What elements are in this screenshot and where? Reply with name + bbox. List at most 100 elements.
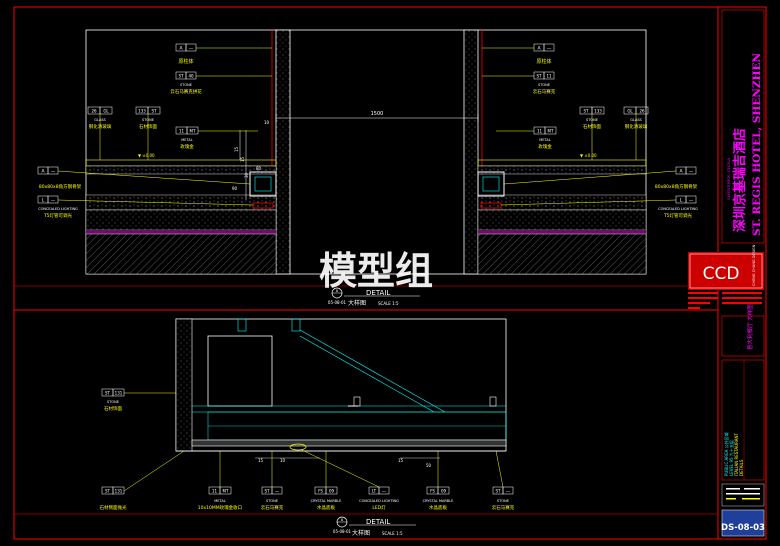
svg-text:—: —: [275, 489, 279, 494]
svg-text:大样图: 大样图: [352, 529, 370, 537]
svg-text:MT: MT: [190, 129, 196, 134]
dim-lower-15a: 15: [258, 458, 264, 463]
tag-right-column[interactable]: A — 原柱体: [482, 43, 555, 65]
svg-text:DETAIL: DETAIL: [366, 518, 390, 526]
svg-text:STONE: STONE: [180, 83, 192, 87]
svg-text:云石马赛克: 云石马赛克: [492, 504, 515, 511]
dim-10: 10: [264, 120, 270, 125]
tag-lower-st131-face[interactable]: ST 131 STONE 石材饰面: [101, 388, 176, 412]
svg-text:L: L: [42, 198, 45, 204]
svg-text:8: 8: [336, 289, 338, 293]
hotel-name-cn: 深圳京基瑞吉酒店: [732, 128, 748, 232]
svg-text:131: 131: [115, 391, 123, 396]
tag-left-st133[interactable]: 133 ST STONE 石材饰面: [135, 106, 161, 160]
tag-right-glass[interactable]: GL 26 GLASS 钢化清玻璃: [623, 106, 649, 160]
tag-lower-st131-edge[interactable]: ST 131 石材侧面抛光: [100, 450, 185, 511]
tag-left-glass[interactable]: 26 GL GLASS 钢化清玻璃: [87, 106, 113, 160]
svg-text:26: 26: [91, 109, 97, 114]
svg-text:STONE: STONE: [586, 118, 598, 122]
svg-text:LT: LT: [372, 489, 377, 494]
tag-lower-led[interactable]: LT — CONCEALED LIGHTING LED灯: [301, 449, 399, 511]
svg-text:ST: ST: [584, 109, 590, 114]
svg-text:CONCEALED LIGHTING: CONCEALED LIGHTING: [38, 207, 78, 211]
svg-text:GLASS: GLASS: [630, 118, 642, 122]
svg-text:—: —: [689, 199, 694, 204]
svg-text:—: —: [547, 47, 552, 52]
svg-text:CONCEALED LIGHTING: CONCEALED LIGHTING: [359, 499, 399, 503]
left-floor-screed: [85, 194, 277, 211]
svg-text:80x80x8角方钢骨架: 80x80x8角方钢骨架: [39, 183, 82, 190]
svg-text:ST: ST: [105, 391, 111, 396]
tag-left-column[interactable]: A — 原柱体: [175, 43, 272, 65]
svg-text:FS: FS: [430, 489, 435, 494]
svg-text:钢化清玻璃: 钢化清玻璃: [89, 123, 112, 130]
svg-text:云石马赛克: 云石马赛克: [261, 504, 284, 511]
tag-left-bracket[interactable]: A — 80x80x8角方钢骨架: [37, 166, 251, 190]
tag-lower-mt11[interactable]: 11 MT METAL 10x10MM玫瑰金收口: [198, 451, 242, 511]
svg-text:原柱体: 原柱体: [536, 58, 551, 65]
svg-text:—: —: [689, 170, 694, 175]
svg-text:131: 131: [115, 489, 123, 494]
dim-90: 90: [232, 186, 238, 191]
upper-detail-title: 8 05-08-01 DETAIL 大样图 SCALE 1:5: [328, 287, 420, 307]
right-concealed-light: [480, 202, 502, 209]
dim-30: 30: [244, 172, 249, 178]
svg-text:SCALE 1:5: SCALE 1:5: [382, 531, 403, 536]
svg-text:METAL: METAL: [181, 138, 192, 142]
tag-right-st11[interactable]: ST 11 STONE 云石马赛克: [482, 71, 556, 95]
section-name: 意大利餐厅 大样图: [746, 304, 754, 350]
svg-text:STONE: STONE: [266, 499, 278, 503]
led-light-symbol: [289, 443, 307, 451]
hotel-location: SHENZHEN, CHINA: [726, 158, 731, 200]
svg-text:—: —: [382, 489, 386, 494]
svg-text:40: 40: [188, 74, 194, 79]
lower-stone-jamb: [175, 318, 193, 452]
sheet-number-box: [721, 509, 765, 537]
dim-15a: 15: [234, 146, 239, 152]
svg-text:80x80x8角方钢骨架: 80x80x8角方钢骨架: [655, 183, 698, 190]
tag-lower-stone[interactable]: ST — STONE 云石马赛克: [261, 451, 284, 511]
hotel-name-en: ST. REGIS HOTEL, SHENZHEN: [751, 53, 763, 236]
svg-text:05-08-01: 05-08-01: [333, 529, 352, 534]
svg-text:云石马赛克: 云石马赛克: [533, 88, 556, 95]
svg-text:26: 26: [639, 109, 645, 114]
svg-text:09: 09: [441, 489, 447, 494]
svg-text:MT: MT: [548, 129, 554, 134]
tag-lower-stone-2[interactable]: ST — STONE 云石马赛克: [492, 450, 515, 511]
dim-lower-50: 50: [426, 463, 432, 468]
svg-text:T5灯管可调光: T5灯管可调光: [663, 212, 693, 219]
tag-lower-fs09a[interactable]: FS 09 CRYSTAL MARBLE 水晶底板: [311, 451, 342, 511]
tag-right-st133[interactable]: ST 133 STONE 石材饰面: [579, 106, 605, 160]
tag-lower-fs09b[interactable]: FS 09 CRYSTAL MARBLE 水晶底板: [423, 451, 454, 511]
svg-text:A: A: [537, 46, 541, 52]
title-block: 深圳京基瑞吉酒店 ST. REGIS HOTEL, SHENZHEN SHENZ…: [688, 9, 765, 537]
tag-left-st40[interactable]: ST 40 STONE 云石马赛克拼花: [170, 71, 272, 95]
tag-left-lighting[interactable]: L — CONCEALED LIGHTING T5灯管可调光: [37, 195, 254, 219]
info-line-2: LEVEL 95 九十五层: [728, 440, 734, 476]
svg-text:GL: GL: [103, 109, 109, 114]
dim-80: 80: [256, 166, 262, 171]
lower-detail-title: 8 05-08-01 DETAIL 大样图 SCALE 1:5: [333, 516, 416, 537]
tag-right-lighting[interactable]: L — CONCEALED LIGHTING T5灯管可调光: [500, 195, 698, 219]
svg-text:A: A: [679, 169, 683, 175]
svg-text:05-08-01: 05-08-01: [328, 300, 347, 305]
svg-text:T5灯管可调光: T5灯管可调光: [43, 212, 73, 219]
ccd-logo-text: CCD: [703, 264, 740, 284]
svg-text:ST: ST: [537, 74, 543, 79]
right-column-wall: [463, 29, 479, 275]
svg-text:▼ ±0.00: ▼ ±0.00: [580, 153, 597, 158]
svg-text:09: 09: [329, 489, 335, 494]
svg-text:玫瑰金: 玫瑰金: [538, 143, 552, 150]
svg-text:▼ ±0.00: ▼ ±0.00: [138, 153, 155, 158]
tag-right-bracket[interactable]: A — 80x80x8角方钢骨架: [503, 166, 698, 190]
watermark-text: 模型组: [319, 249, 433, 293]
svg-text:CRYSTAL MARBLE: CRYSTAL MARBLE: [423, 499, 454, 503]
right-floor-screed: [477, 194, 647, 211]
svg-text:133: 133: [138, 109, 146, 114]
label-original-column: 原柱体: [178, 58, 193, 65]
sheet-border: [13, 6, 767, 540]
svg-text:METAL: METAL: [539, 138, 550, 142]
tag-left-mt11[interactable]: 11 MT METAL 玫瑰金: [175, 126, 258, 150]
tag-right-mt11[interactable]: 11 MT METAL 玫瑰金: [496, 126, 557, 150]
